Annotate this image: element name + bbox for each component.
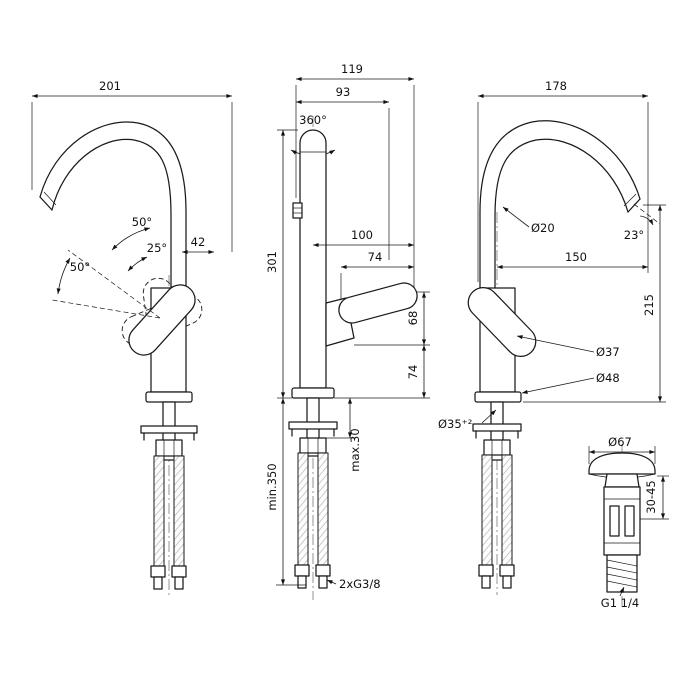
dim-201: 201	[99, 79, 121, 93]
label-hole-diameter: Ø35⁺²	[438, 409, 497, 431]
dim-23: 23°	[624, 228, 644, 242]
label-spout-angle: 23°	[624, 203, 661, 242]
drain-slot	[609, 505, 620, 537]
dim-360-swivel: 360°	[299, 113, 327, 127]
mounting-nut	[155, 439, 183, 457]
dimension-overall-depth-right: 178	[477, 79, 649, 282]
dim-max30: max.30	[348, 428, 362, 471]
aerator-outlet	[292, 202, 303, 219]
dim-30-45: 30-45	[644, 480, 658, 513]
dim-215: 215	[642, 294, 656, 316]
dimension-spout-height: 215	[523, 204, 666, 403]
mounting-hardware	[472, 391, 522, 589]
drain-neck	[604, 473, 640, 488]
spout-outline	[479, 120, 641, 289]
dimension-deck: max.30 min.350	[265, 397, 362, 586]
dim-50-down: 50°	[70, 260, 90, 274]
view-side-right: 178 Ø20	[438, 79, 666, 595]
supply-hose	[481, 454, 493, 566]
dim-100: 100	[351, 228, 373, 242]
dim-42: 42	[191, 235, 206, 249]
dim-min350: min.350	[265, 463, 279, 510]
clamp-bracket	[140, 425, 198, 434]
dim-50-up: 50°	[132, 215, 152, 229]
label-outlet-thread: G1 1/4	[601, 586, 639, 610]
view-side-left: 201	[31, 79, 233, 595]
dimension-spout-reach: 150	[496, 250, 649, 270]
dimension-overall-depth-left: 201	[31, 79, 233, 252]
dim-d37: Ø37	[596, 345, 620, 359]
dim-150: 150	[565, 250, 587, 264]
clamp-bracket	[288, 421, 338, 430]
mounting-nut	[299, 437, 327, 454]
dim-301: 301	[265, 251, 279, 273]
dim-2xG38: 2xG3/8	[339, 577, 381, 591]
handle-lever	[467, 286, 537, 358]
handle-angle-annotations: 50° 25° 42 50°	[51, 215, 215, 319]
spout-column	[299, 129, 327, 389]
dim-d67: Ø67	[608, 435, 632, 449]
label-base-diameter: Ø48	[521, 371, 620, 394]
mounting-hardware	[288, 387, 338, 589]
supply-hose	[317, 452, 329, 566]
view-front: 119 93 360°	[265, 62, 430, 600]
dim-25: 25°	[147, 241, 167, 255]
spout-outline	[39, 121, 187, 289]
dim-74-height: 74	[406, 365, 420, 380]
dim-93: 93	[336, 85, 351, 99]
dimension-heights: 301 68 74	[265, 129, 430, 399]
dimension-reach: 100 74	[312, 228, 415, 300]
dimension-deck-range: 30-45	[640, 475, 669, 520]
mounting-nut	[483, 439, 511, 456]
dim-74-reach: 74	[368, 250, 383, 264]
dim-119: 119	[341, 62, 363, 76]
label-spout-diameter: Ø20	[502, 206, 555, 235]
base-flange	[291, 387, 335, 399]
dimension-cap-diameter: Ø67	[588, 435, 656, 464]
dim-d35: Ø35⁺²	[438, 417, 472, 431]
label-body-diameter: Ø37	[516, 335, 620, 359]
dim-g114: G1 1/4	[601, 596, 639, 610]
mounting-hardware	[140, 391, 198, 590]
base-flange	[145, 391, 193, 403]
dim-178: 178	[545, 79, 567, 93]
base-flange	[474, 391, 522, 403]
handle-lever	[128, 284, 196, 356]
handle-lever-front	[338, 282, 418, 324]
supply-hose	[153, 455, 165, 567]
dimension-thread: 2xG3/8	[326, 577, 381, 591]
drain-slot	[624, 505, 635, 537]
supply-hose	[501, 454, 513, 566]
dim-d20: Ø20	[531, 221, 555, 235]
supply-hose	[173, 455, 185, 567]
drain-valve-detail: Ø67 30-45 G1 1/4	[588, 435, 669, 610]
dim-68: 68	[406, 311, 420, 326]
drain-cap	[588, 452, 656, 475]
supply-hose	[297, 452, 309, 566]
dimension-top-widths: 119 93	[295, 62, 415, 288]
clamp-bracket	[472, 423, 522, 432]
dim-d48: Ø48	[596, 371, 620, 385]
